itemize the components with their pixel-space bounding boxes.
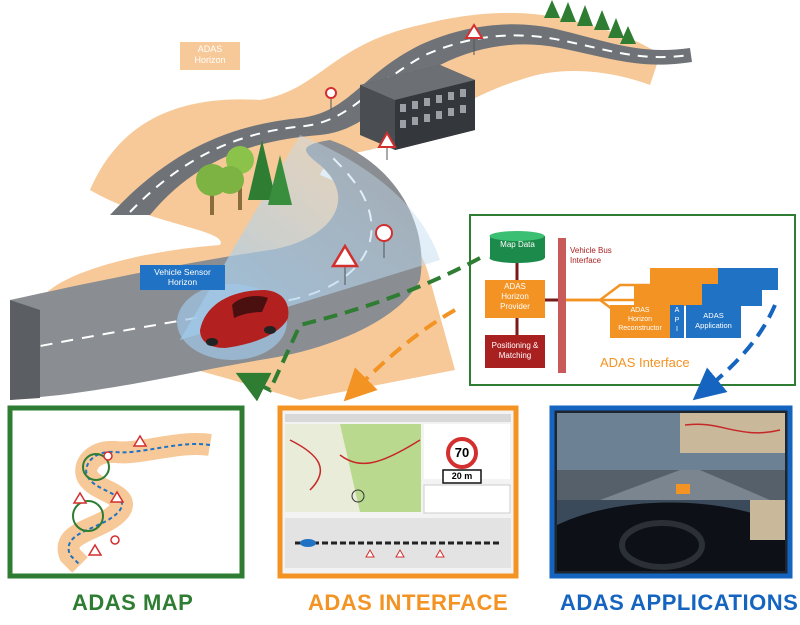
trees-left <box>196 140 292 215</box>
interface-caption: ADAS Interface <box>600 355 690 370</box>
road-edge-3d <box>10 300 40 400</box>
map-data-label: Map Data <box>500 240 535 249</box>
distance-text: 20 m <box>451 471 473 481</box>
road-upper <box>110 24 692 216</box>
building <box>360 65 475 150</box>
application-label: ADAS Application <box>695 311 732 330</box>
horizon-label: ADAS Horizon <box>194 44 226 65</box>
sensor-label: Vehicle Sensor Horizon <box>154 267 211 287</box>
interface-screenshot <box>285 414 511 568</box>
map-data-cylinder <box>489 231 545 263</box>
cockpit-image <box>557 413 785 571</box>
positioning-box <box>485 335 545 368</box>
blue-arrow <box>692 304 777 401</box>
app-stack-mid <box>634 284 762 306</box>
reconstructor-label: ADAS Horizon Reconstructor <box>618 307 662 332</box>
speed-sign-70 <box>375 224 393 258</box>
title-adas-map: ADAS MAP <box>72 590 194 615</box>
trees-top <box>544 0 636 44</box>
provider-box <box>485 280 545 318</box>
car <box>200 290 289 348</box>
green-arrow <box>235 256 481 402</box>
vehicle-bus-label: Vehicle Bus Interface <box>570 246 612 265</box>
positioning-label: Positioning & Matching <box>491 341 539 360</box>
speed-limit-text: 70 <box>454 445 470 460</box>
curve-warning-sign <box>330 243 360 285</box>
warning-sign-building <box>377 130 397 160</box>
horizon-label-box <box>180 42 240 70</box>
vehicle-bus <box>558 238 566 373</box>
sensor-label-box <box>140 265 225 290</box>
warning-sign-top <box>464 23 484 55</box>
orange-arrow <box>343 308 456 402</box>
speed-sign-small <box>325 87 337 110</box>
reconstructor-box <box>610 305 670 338</box>
map-panel-content <box>57 433 212 573</box>
api-box <box>670 305 684 338</box>
provider-label: ADAS Horizon Provider <box>500 282 530 311</box>
road-upper-centerline <box>129 34 691 213</box>
api-label: A P I <box>674 307 680 333</box>
title-adas-applications: ADAS APPLICATIONS <box>560 590 799 615</box>
title-adas-interface: ADAS INTERFACE <box>308 590 509 615</box>
application-box <box>686 305 741 338</box>
